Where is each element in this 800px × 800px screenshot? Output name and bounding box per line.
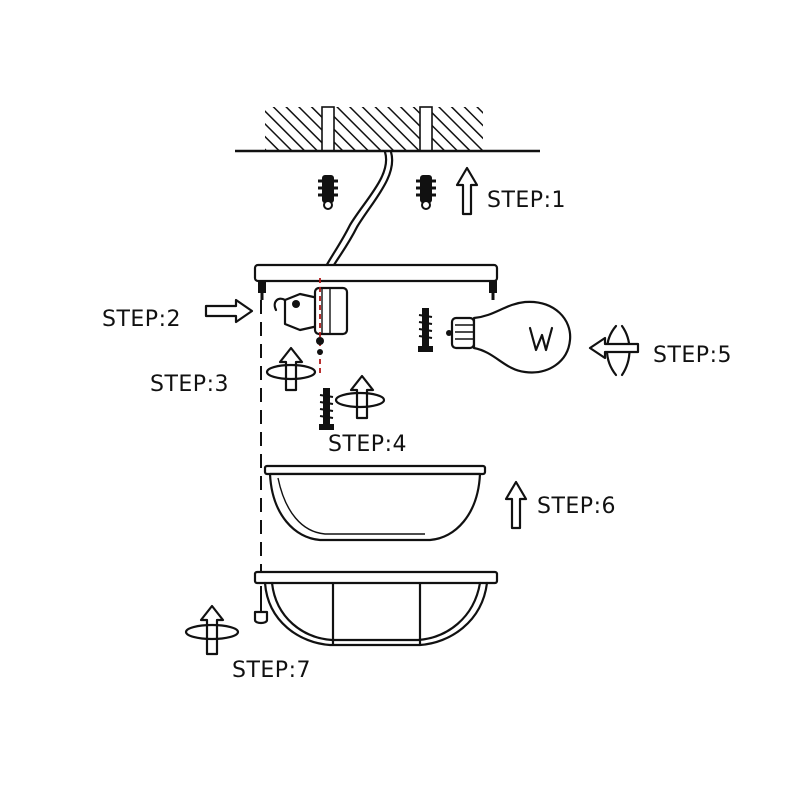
step-1-label: STEP:1 (487, 188, 566, 213)
rotate-arrow-icon (265, 346, 317, 392)
up-arrow-icon (504, 480, 528, 530)
step-4-label: STEP:4 (328, 432, 407, 457)
base-plate (253, 263, 499, 300)
right-arrow-icon (204, 298, 254, 324)
rotate-arrow-icon (588, 324, 640, 377)
step-5-label: STEP:5 (653, 343, 732, 368)
screw-icon (319, 388, 334, 430)
power-cable (322, 150, 388, 272)
step-2-label: STEP:2 (102, 307, 181, 332)
light-bulb-icon (446, 300, 572, 374)
step-6-label: STEP:6 (537, 494, 616, 519)
step-7-label: STEP:7 (232, 658, 311, 683)
wall-plug-icon (318, 175, 338, 210)
ceiling-hatch-icon (265, 107, 483, 151)
wall-plug-icon (416, 175, 436, 210)
screw-icon (418, 308, 433, 352)
lamp-socket-icon (273, 286, 349, 336)
step-3-label: STEP:3 (150, 372, 229, 397)
rotate-arrow-icon (334, 374, 386, 420)
cap-nut-icon (253, 595, 269, 625)
ceiling (235, 106, 540, 153)
up-arrow-icon (455, 166, 479, 216)
wire-cage-icon (253, 570, 499, 647)
rotate-arrow-icon (184, 604, 240, 656)
glass-bowl-icon (263, 464, 487, 542)
